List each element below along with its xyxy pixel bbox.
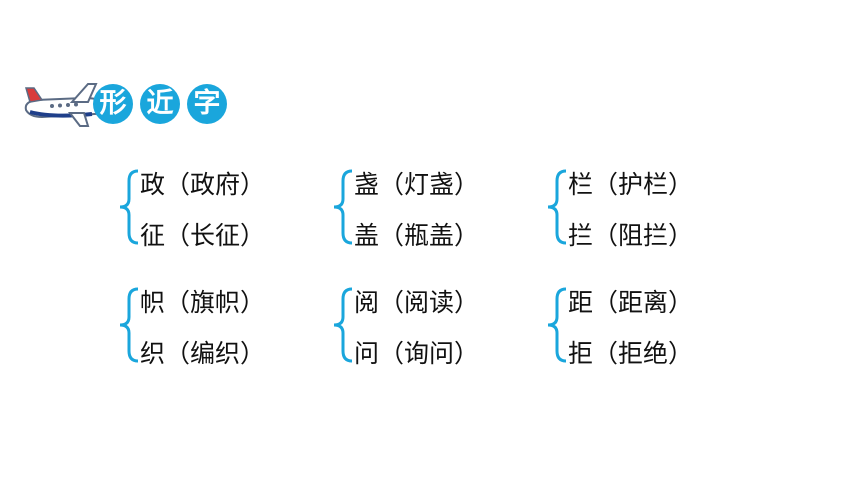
char-entry: 距（距离） — [568, 288, 694, 317]
char-entry: 政（政府） — [140, 170, 266, 199]
char-group-5: 阅（阅读） 问（询问） — [330, 285, 530, 368]
char-entry: 问（询问） — [354, 339, 480, 368]
char-entry: 织（编织） — [140, 339, 266, 368]
header-char-2: 近 — [140, 84, 180, 124]
char-entry: 征（长征） — [140, 221, 266, 250]
char-entry: 拦（阻拦） — [568, 221, 694, 250]
brace-icon — [547, 169, 567, 245]
char-group-1: 政（政府） 征（长征） — [116, 167, 316, 250]
char-entry: 帜（旗帜） — [140, 288, 266, 317]
brace-icon — [119, 287, 139, 363]
char-group-6: 距（距离） 拒（拒绝） — [544, 285, 744, 368]
char-entry: 拒（拒绝） — [568, 339, 694, 368]
brace-icon — [333, 287, 353, 363]
brace-icon — [547, 287, 567, 363]
brace-icon — [119, 169, 139, 245]
section-header: 形 近 字 — [22, 78, 227, 130]
char-entry: 栏（护栏） — [568, 170, 694, 199]
header-char-1: 形 — [93, 84, 133, 124]
brace-icon — [333, 169, 353, 245]
char-group-3: 栏（护栏） 拦（阻拦） — [544, 167, 744, 250]
char-entry: 阅（阅读） — [354, 288, 480, 317]
char-entry: 盏（灯盏） — [354, 170, 480, 199]
char-entry: 盖（瓶盖） — [354, 221, 480, 250]
char-group-4: 帜（旗帜） 织（编织） — [116, 285, 316, 368]
char-group-2: 盏（灯盏） 盖（瓶盖） — [330, 167, 530, 250]
header-char-3: 字 — [187, 84, 227, 124]
